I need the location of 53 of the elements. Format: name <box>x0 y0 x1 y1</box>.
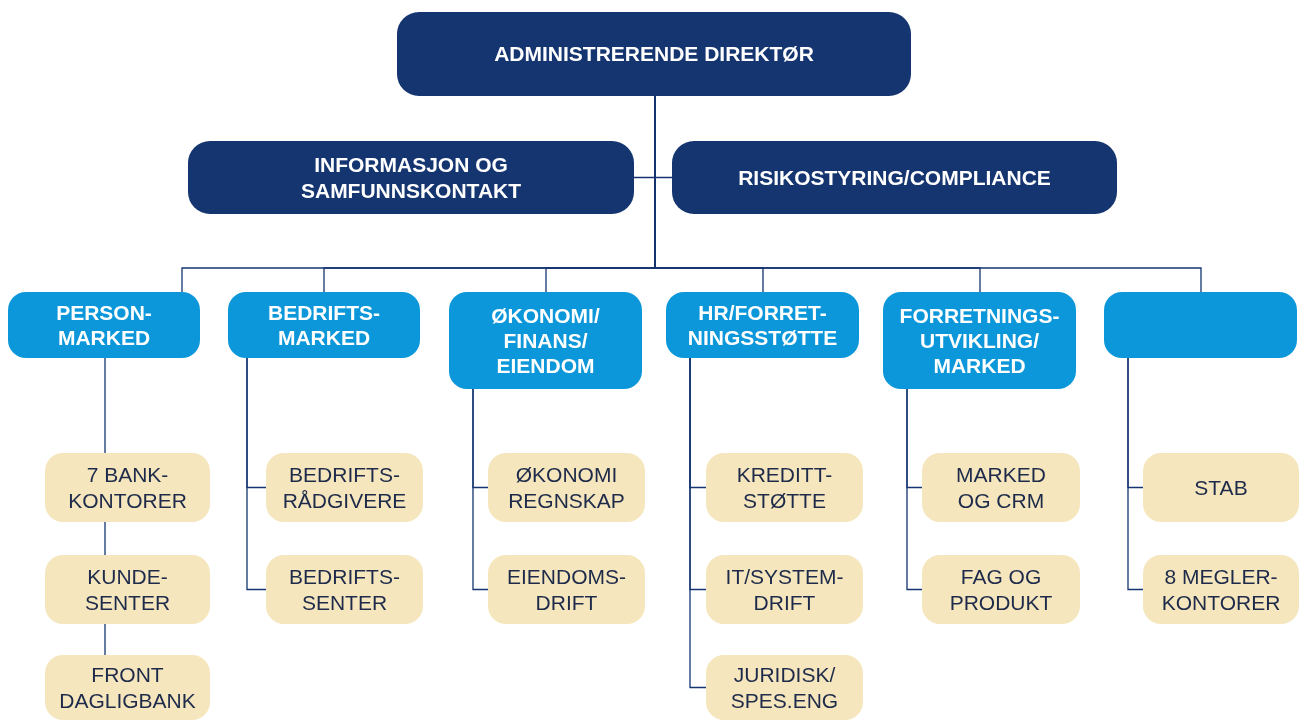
unit-name: 8 MEGLER- KONTORER <box>1160 564 1282 615</box>
unit-box <box>706 555 863 624</box>
unit-name: BEDRIFTS- SENTER <box>288 564 401 615</box>
connector-line <box>1127 357 1144 591</box>
connector-line <box>104 623 106 656</box>
unit-box <box>1143 453 1299 522</box>
connector-line <box>689 357 707 689</box>
unit-name: MARKED OG CRM <box>955 462 1047 513</box>
unit-name: BEDRIFTS- MARKED <box>267 299 381 351</box>
department-box <box>666 292 859 358</box>
unit-name: KREDITT- STØTTE <box>735 462 834 513</box>
unit-box <box>45 555 210 624</box>
unit-box <box>45 453 210 522</box>
unit-name: INFORMASJON OG SAMFUNNSKONTAKT <box>299 152 523 203</box>
connector-line <box>906 388 923 591</box>
unit-name: ADMINISTRERENDE DIREKTØR <box>494 41 814 67</box>
unit-box <box>266 555 423 624</box>
connector-line <box>104 521 106 556</box>
unit-box <box>922 453 1080 522</box>
unit-box <box>922 555 1080 624</box>
unit-box <box>45 655 210 720</box>
unit-box <box>1143 555 1299 624</box>
department-box <box>8 292 200 358</box>
department-box <box>449 292 642 389</box>
unit-name: JURIDISK/ SPES.ENG <box>729 662 840 713</box>
empty-box <box>1104 292 1297 358</box>
unit-name: BEDRIFTS- RÅDGIVERE <box>281 462 408 513</box>
unit-box <box>488 453 645 522</box>
unit-name: RISIKOSTYRING/COMPLIANCE <box>738 164 1051 191</box>
connector-line <box>246 357 267 591</box>
unit-name: 7 BANK- KONTORER <box>67 462 188 513</box>
department-box <box>883 292 1076 389</box>
unit-name: EIENDOMS- DRIFT <box>506 564 627 615</box>
unit-name: FRONT DAGLIGBANK <box>58 662 197 713</box>
unit-box <box>488 555 645 624</box>
connector-line <box>104 357 106 454</box>
unit-box <box>266 453 423 522</box>
unit-name: PERSON- MARKED <box>55 299 153 351</box>
unit-name: KUNDE- SENTER <box>83 564 172 615</box>
unit-name: ØKONOMI/ FINANS/ EIENDOM <box>490 302 601 379</box>
connector-line <box>472 388 489 591</box>
unit-box <box>706 453 863 522</box>
management-box <box>397 12 911 96</box>
department-box <box>228 292 420 358</box>
unit-box <box>706 655 863 720</box>
unit-name: STAB <box>1194 474 1248 501</box>
unit-name: HR/FORRET- NINGSSTØTTE <box>686 299 839 351</box>
management-box <box>188 141 634 214</box>
management-box <box>672 141 1117 214</box>
unit-name: ØKONOMI REGNSKAP <box>507 462 626 513</box>
unit-name: FORRETNINGS- UTVIKLING/ MARKED <box>898 302 1061 379</box>
unit-name: FAG OG PRODUKT <box>948 564 1054 615</box>
unit-name: IT/SYSTEM- DRIFT <box>724 564 845 615</box>
